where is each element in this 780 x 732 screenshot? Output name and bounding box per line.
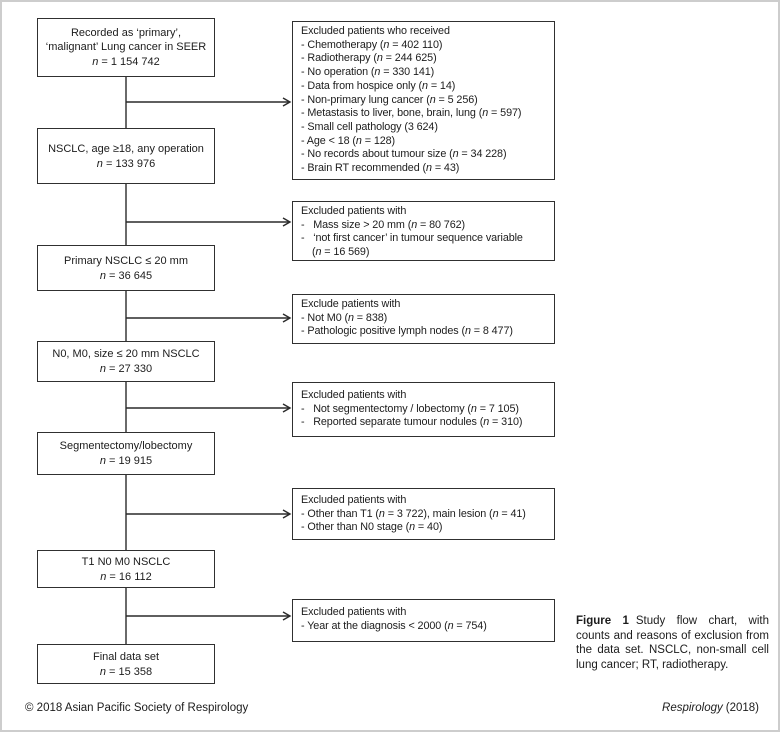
arrowhead-icon [282,313,292,323]
footer-copyright: © 2018 Asian Pacific Society of Respirol… [25,702,249,714]
exclusion-item: - Age < 18 (n = 128) [301,134,396,147]
box-title: Recorded as ‘primary’, ‘malignant’ Lung … [45,27,207,53]
exclusion-item: - Year at the diagnosis < 2000 (n = 754) [301,619,487,632]
exclusion-header: Excluded patients with [301,494,407,506]
flow-box-primary-nsclc-20mm: Primary NSCLC ≤ 20 mm n = 36 645 [37,245,215,291]
box-title: Final data set [92,650,160,663]
exclusion-item: - Other than T1 (n = 3 722), main lesion… [301,507,526,520]
box-count: n = 19 915 [99,455,153,467]
arrowhead-icon [282,509,292,519]
excl-box-mass-size: Excluded patients with - Mass size > 20 … [292,201,555,261]
excl-box-stage: Excluded patients with - Other than T1 (… [292,488,555,540]
exclusion-header: Excluded patients with [301,205,407,217]
exclusion-item: - No records about tumour size (n = 34 2… [301,148,507,161]
caption-text: Study flow chart, with counts and reason… [576,615,770,671]
box-title: Primary NSCLC ≤ 20 mm [64,254,188,267]
caption-label: Figure 1 [576,615,629,627]
flow-box-segmentectomy: Segmentectomy/lobectomy n = 19 915 [37,432,215,475]
box-title: NSCLC, age ≥18, any operation [48,142,204,155]
box-title: Segmentectomy/lobectomy [59,440,193,452]
box-count: n = 15 358 [99,665,153,678]
exclusion-item: - Non-primary lung cancer (n = 5 256) [301,93,478,106]
excl-box-procedure: Excluded patients with - Not segmentecto… [292,382,555,437]
excl-box-year: Excluded patients with - Year at the dia… [292,599,555,642]
flow-box-final-data-set: Final data set n = 15 358 [37,644,215,684]
footer-journal: Respirology(2018) [662,702,759,714]
box-count: n = 27 330 [99,363,153,375]
flow-box-t1n0m0: T1 N0 M0 NSCLC n = 16 112 [37,550,215,588]
arrowhead-icon [282,403,292,413]
exclusion-header: Excluded patients who received [301,25,450,37]
arrowhead-icon [282,611,292,621]
exclusion-item: - Metastasis to liver, bone, brain, lung… [301,107,522,120]
page-footer: © 2018 Asian Pacific Society of Respirol… [25,702,759,714]
exclusion-item: - Reported separate tumour nodules (n = … [301,416,523,429]
exclusion-item: - Brain RT recommended (n = 43) [301,162,460,175]
journal-name: Respirology [662,702,723,714]
excl-box-m0-lymph: Exclude patients with - Not M0 (n = 838)… [292,294,555,344]
exclusion-item: - ‘not first cancer’ in tumour sequence … [301,232,523,259]
box-count: n = 133 976 [96,157,156,170]
exclusion-item: - Other than N0 stage (n = 40) [301,521,443,534]
exclusion-item: - Data from hospice only (n = 14) [301,79,456,92]
exclusion-item: - Pathologic positive lymph nodes (n = 8… [301,325,513,338]
box-title: N0, M0, size ≤ 20 mm NSCLC [52,348,200,360]
journal-year: (2018) [725,702,759,714]
flow-box-seer: Recorded as ‘primary’, ‘malignant’ Lung … [37,18,215,77]
exclusion-header: Excluded patients with [301,606,407,618]
exclusion-item: - Chemotherapy (n = 402 110) [301,38,443,51]
flow-box-nsclc-any-operation: NSCLC, age ≥18, any operation n = 133 97… [37,128,215,184]
excl-box-initial: Excluded patients who received - Chemoth… [292,21,555,180]
exclusion-header: Excluded patients with [301,389,407,401]
box-title: T1 N0 M0 NSCLC [81,555,171,568]
box-count: n = 16 112 [100,570,152,583]
exclusion-header: Exclude patients with [301,298,401,310]
box-count: n = 36 645 [99,269,153,282]
exclusion-item: - Small cell pathology (3 624) [301,120,438,133]
flow-box-n0m0: N0, M0, size ≤ 20 mm NSCLC n = 27 330 [37,341,215,382]
arrowhead-icon [282,97,292,107]
exclusion-item: - No operation (n = 330 141) [301,66,435,79]
exclusion-item: - Radiotherapy (n = 244 625) [301,52,437,65]
exclusion-item: - Not segmentectomy / lobectomy (n = 7 1… [301,402,519,415]
exclusion-item: - Not M0 (n = 838) [301,311,388,324]
exclusion-item: - Mass size > 20 mm (n = 80 762) [301,218,466,231]
arrowhead-icon [282,217,292,227]
box-count: n = 1 154 742 [92,56,160,68]
